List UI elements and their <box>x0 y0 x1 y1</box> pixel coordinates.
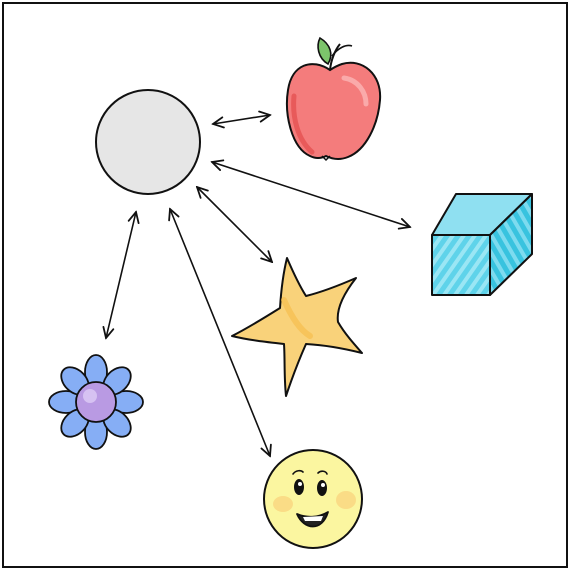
star-icon <box>231 257 363 397</box>
arrow-hub-cube <box>212 162 410 227</box>
cube-icon <box>431 193 533 296</box>
flower-icon <box>48 354 144 450</box>
grey-circle <box>95 89 201 195</box>
arrow-hub-flower <box>106 212 136 338</box>
apple-icon <box>286 36 382 162</box>
arrow-hub-apple <box>213 115 270 124</box>
smiley-face-icon <box>263 449 363 549</box>
connector-arrows <box>106 115 410 456</box>
arrow-hub-smiley <box>170 209 270 456</box>
